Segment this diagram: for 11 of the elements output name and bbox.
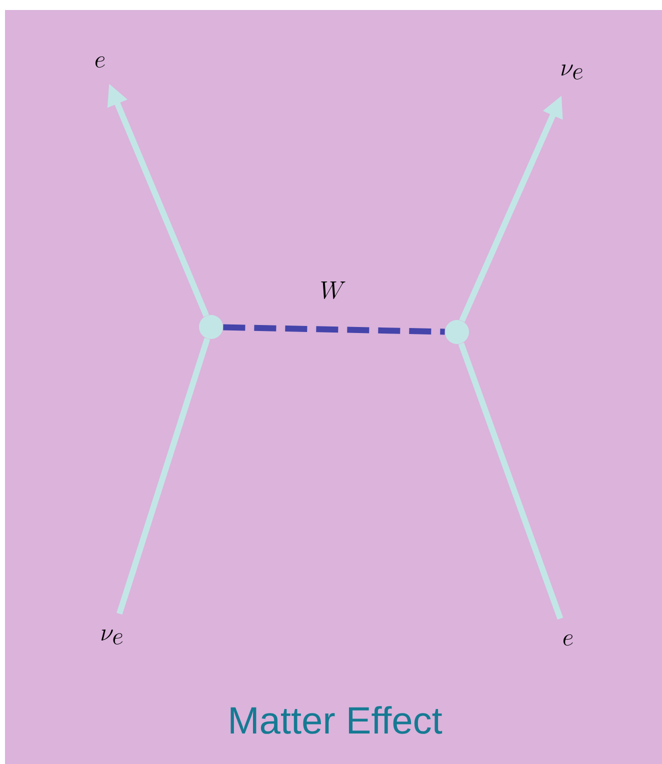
propagator-line xyxy=(223,324,445,335)
edge-label: $W$ xyxy=(321,282,346,300)
particle-line xyxy=(458,342,564,620)
particle-label: $\nu_e$ xyxy=(561,64,582,80)
caption: Matter Effect xyxy=(230,706,442,734)
particle-label: $e$ xyxy=(95,56,105,68)
particle-label: $e$ xyxy=(563,634,573,646)
particle-label: $\nu_e$ xyxy=(101,630,123,644)
vertex-dot xyxy=(445,320,469,344)
particle-line xyxy=(116,338,210,615)
vertex-dot xyxy=(199,315,223,339)
